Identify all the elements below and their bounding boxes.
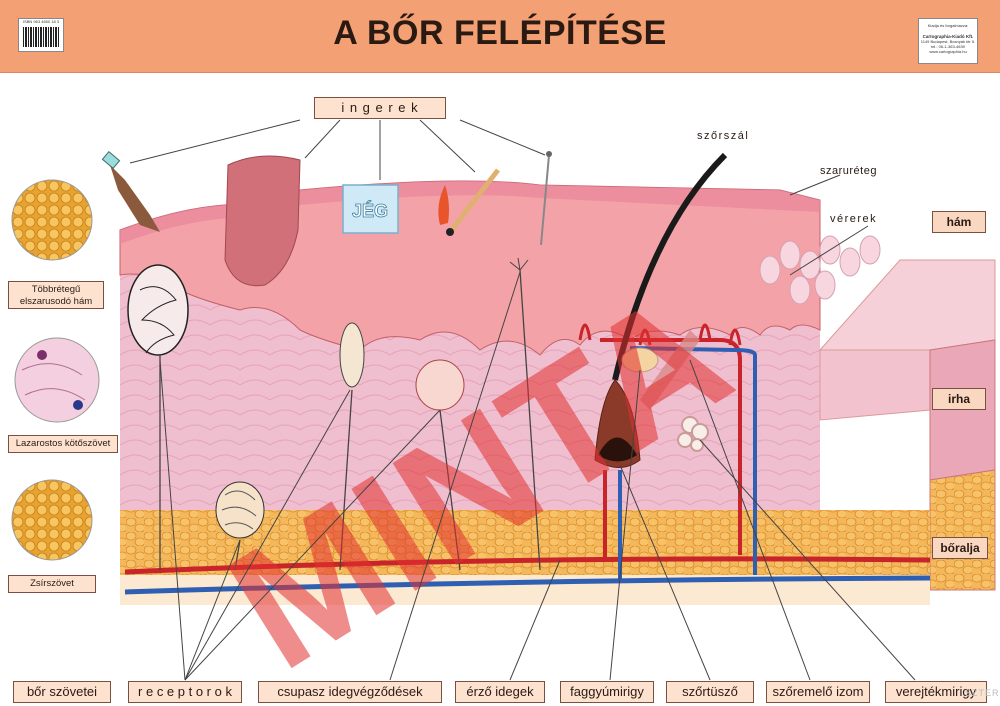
page-title: A BŐR FELÉPÍTÉSE: [333, 14, 667, 52]
vein-main: [124, 575, 931, 595]
label-verejtekmirigy: verejtékmirigy: [885, 681, 987, 703]
sweat-gland: [677, 416, 709, 452]
connective-tissue-circle: [14, 337, 100, 423]
publisher-line1: Kiadja és forgalmazza:: [927, 23, 969, 28]
publisher-line4: tel.: 06-1-363-4639: [931, 44, 965, 49]
arrector-pili: [640, 330, 700, 410]
barcode: ISBN 963 4650 18 3: [18, 18, 64, 52]
match-stimulus: [448, 168, 500, 234]
ice-cube: [342, 184, 399, 234]
fat-tissue-circle: [11, 479, 93, 561]
hair-shaft: [612, 152, 728, 381]
capillary-loops: [578, 323, 742, 346]
label-bor-szovetei: bőr szövetei: [13, 681, 111, 703]
label-tobbretegu-line1: Többrétegű: [31, 284, 81, 295]
sensory-nerves: [159, 269, 541, 571]
dermis-side-block: [819, 349, 931, 421]
label-szaruretег: szaruréteg: [820, 165, 877, 177]
epidermis-sample-circle: [11, 179, 93, 261]
brush-stimulus: [110, 165, 160, 232]
barcode-text: ISBN 963 4650 18 3: [22, 19, 60, 24]
publisher-box: Kiadja és forgalmazza: Cartographia-Kiad…: [918, 18, 978, 64]
epidermis-side-block: [818, 259, 996, 351]
pin-stimulus: [540, 154, 550, 246]
leader-lines: [129, 119, 916, 681]
label-szortuszo: szőrtüsző: [666, 681, 754, 703]
hair-bulb: [598, 437, 637, 462]
label-vererek: vérerek: [830, 213, 878, 225]
label-ingerek: i n g e r e k: [314, 97, 446, 119]
fat-block-face: [929, 469, 996, 591]
label-irha: irha: [932, 388, 986, 410]
artery-main: [124, 556, 931, 575]
artery-up: [600, 338, 742, 560]
label-boralja: bőralja: [932, 537, 988, 559]
publisher-line5: www.cartographia.hu: [929, 49, 967, 54]
irha-block-face: [929, 339, 996, 481]
vein-up: [618, 346, 757, 580]
dermal-papillae: [759, 235, 881, 305]
label-lazarostos: Lazarostos kötőszövet: [8, 435, 118, 453]
receptor-meissner: [127, 264, 189, 356]
label-receptorok: r e c e p t o r o k: [128, 681, 242, 703]
label-tobbretegu-ham: Többrétegű elszarusodó hám: [8, 281, 104, 309]
label-zsirszovet: Zsírszövet: [8, 575, 96, 593]
header-bar: ISBN 963 4650 18 3 A BŐR FELÉPÍTÉSE Kiad…: [0, 0, 1000, 73]
label-tobbretegu-line2: elszarusodó hám: [19, 296, 93, 307]
free-nerve-endings: [509, 257, 529, 271]
label-szorszal: szőrszál: [697, 130, 750, 142]
ice-cube-label: JÉG: [352, 200, 388, 221]
publisher-line3: 1149 Budapest, Bosnyák tér 5.: [920, 39, 976, 44]
label-erzo-idegek: érző idegek: [455, 681, 545, 703]
corner-watermark: SZTEREO: [965, 688, 1000, 698]
label-faggyumirigy: faggyúmirigy: [560, 681, 654, 703]
label-ham: hám: [932, 211, 986, 233]
publisher-name: Cartographia-Kiadó Kft.: [922, 34, 974, 39]
label-szoremelo-izom: szőremelő izom: [766, 681, 870, 703]
label-csupasz-idegvegzodesek: csupasz idegvégződések: [258, 681, 442, 703]
barcode-bars: [23, 27, 59, 47]
receptor-ruffini: [339, 322, 365, 388]
finger-stimulus: [224, 155, 301, 287]
